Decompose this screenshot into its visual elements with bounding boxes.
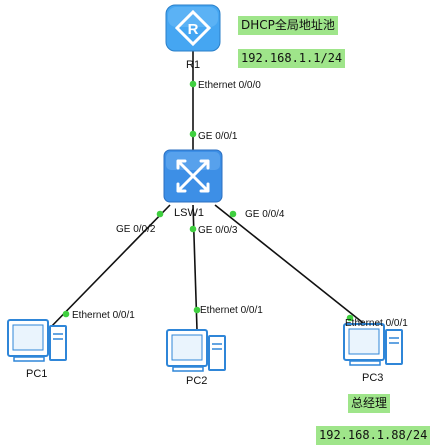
- pc3-role-label: 总经理: [348, 394, 391, 413]
- pc2-name: PC2: [186, 375, 207, 387]
- switch-name: LSW1: [174, 207, 204, 219]
- link-lsw1-pc1: [47, 204, 171, 331]
- dhcp-pool-label: DHCP全局地址池: [238, 16, 338, 35]
- port-label-sw-ge1: GE 0/0/1: [198, 131, 238, 142]
- port-label-r1-eth: Ethernet 0/0/0: [198, 80, 261, 91]
- router-r1[interactable]: R: [165, 4, 221, 52]
- port-dot-pc3-eth: [346, 314, 354, 322]
- pc-icon: [343, 323, 403, 366]
- pc3[interactable]: [343, 323, 403, 366]
- port-label-sw-ge3: GE 0/0/3: [198, 225, 238, 236]
- port-label-pc3-eth: Ethernet 0/0/1: [345, 318, 408, 329]
- link-lsw1-pc3: [214, 204, 373, 331]
- router-icon: R: [165, 4, 221, 52]
- port-label-pc1-eth: Ethernet 0/0/1: [72, 310, 135, 321]
- port-label-sw-ge2: GE 0/0/2: [116, 224, 156, 235]
- pc2[interactable]: [166, 329, 226, 372]
- router-name: R1: [186, 59, 200, 71]
- port-dot-sw-ge2: [156, 210, 164, 218]
- pc-icon: [166, 329, 226, 372]
- pc-icon: [7, 319, 67, 362]
- switch-icon: [163, 149, 223, 203]
- port-label-pc2-eth: Ethernet 0/0/1: [200, 305, 263, 316]
- svg-text:R: R: [188, 21, 199, 38]
- pc3-name: PC3: [362, 372, 383, 384]
- port-dot-r1-eth: [189, 80, 197, 88]
- port-dot-pc2-eth: [193, 306, 201, 314]
- pc1-name: PC1: [26, 368, 47, 380]
- pc1[interactable]: [7, 319, 67, 362]
- port-dot-sw-ge1: [189, 130, 197, 138]
- port-dot-sw-ge3: [189, 225, 197, 233]
- port-dot-sw-ge4: [229, 210, 237, 218]
- switch-lsw1[interactable]: [163, 149, 223, 203]
- router-ip-label: 192.168.1.1/24: [238, 49, 346, 68]
- port-label-sw-ge4: GE 0/0/4: [245, 209, 285, 220]
- pc3-ip-label: 192.168.1.88/24: [316, 426, 431, 445]
- port-dot-pc1-eth: [62, 310, 70, 318]
